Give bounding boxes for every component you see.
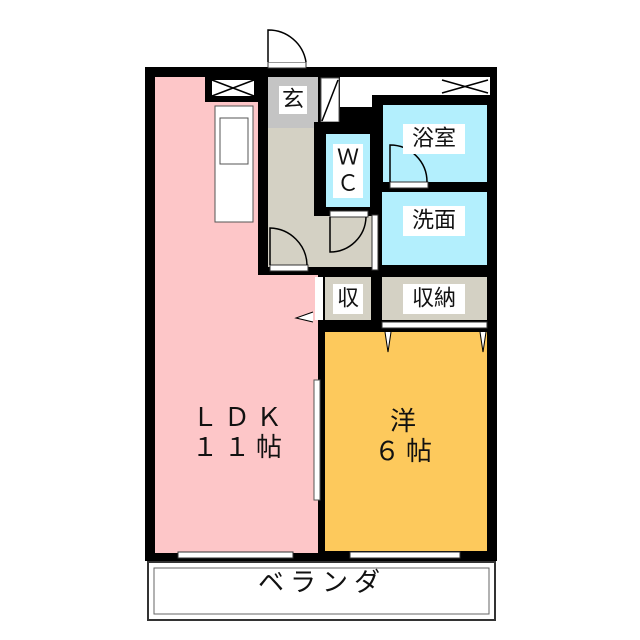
- label-washroom: 洗面: [412, 209, 456, 234]
- window-ldk: [177, 551, 294, 559]
- ldk-door: [269, 227, 308, 266]
- label-storage: 収納: [412, 287, 456, 312]
- sliding-door: [313, 379, 321, 501]
- label-ldk-size: １１帖: [192, 433, 288, 463]
- sink: [219, 117, 249, 165]
- window-western: [349, 551, 461, 559]
- balcony: [147, 561, 496, 621]
- label-wc-2: Ｃ: [337, 172, 359, 197]
- label-entrance: 玄: [282, 88, 304, 113]
- label-ldk-name: ＬＤＫ: [192, 403, 288, 433]
- room-ldk: [155, 77, 318, 553]
- storage-door: [381, 321, 488, 329]
- wc-door: [329, 216, 367, 253]
- label-bath: 浴室: [412, 127, 456, 152]
- label-western-name: 洋: [390, 407, 422, 437]
- label-western-size: ６帖: [374, 437, 438, 467]
- room-western: [325, 332, 487, 551]
- label-balcony: ベランダ: [258, 568, 386, 598]
- label-wc-1: Ｗ: [337, 146, 359, 171]
- front-door: [267, 29, 307, 63]
- bath-door: [389, 144, 428, 183]
- label-storage-small: 収: [337, 287, 359, 312]
